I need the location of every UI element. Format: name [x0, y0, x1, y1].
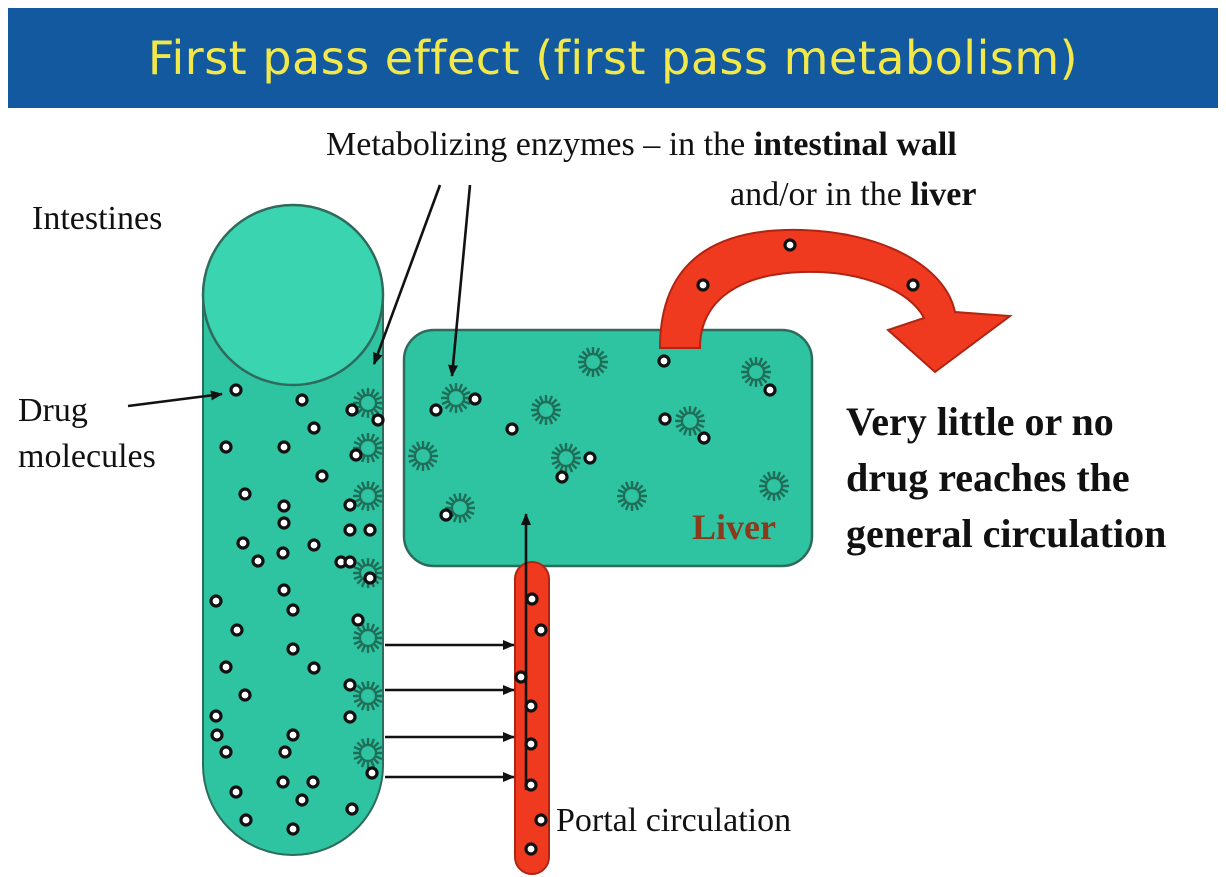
outcome-line1: Very little or no: [846, 399, 1114, 444]
enzymes-label-line2: and/or in the liver: [730, 176, 977, 213]
intestine-tube: [201, 203, 385, 856]
drug-molecules-label-line1: Drug: [18, 392, 88, 429]
liver-label: Liver: [692, 507, 776, 547]
enzymes-label-line1: Metabolizing enzymes – in the intestinal…: [326, 126, 957, 163]
outcome-line2: drug reaches the: [846, 455, 1130, 500]
absorption-arrows: [385, 640, 515, 782]
slide-title: First pass effect (first pass metabolism…: [147, 31, 1079, 85]
drug-molecules: [209, 238, 920, 856]
outcome-statement: Very little or no drug reaches the gener…: [846, 394, 1226, 562]
outcome-line3: general circulation: [846, 511, 1167, 556]
portal-vein: [514, 561, 550, 875]
drug-molecules-label-line2: molecules: [18, 438, 156, 475]
pointer-arrows: [127, 184, 472, 408]
portal-circulation-label: Portal circulation: [556, 802, 792, 839]
title-banner: First pass effect (first pass metabolism…: [8, 8, 1218, 108]
exit-arrow: [658, 228, 1013, 374]
liver-organ: [402, 328, 814, 568]
intestines-label: Intestines: [32, 200, 163, 237]
